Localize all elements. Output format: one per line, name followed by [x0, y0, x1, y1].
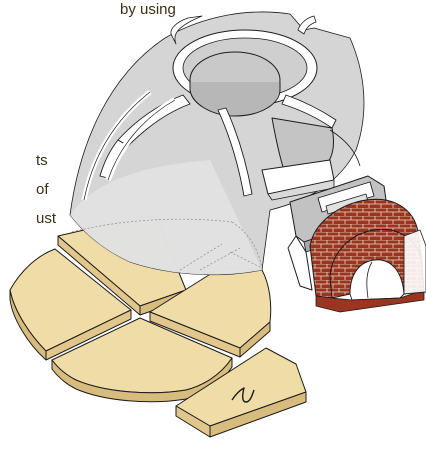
floor-tile-broken: [175, 347, 307, 438]
floor-tile-bottom: [51, 317, 233, 403]
dome-cover: [69, 11, 365, 276]
floor-tile-left: [9, 248, 132, 361]
squiggle-break-icon: [231, 387, 255, 403]
caption-fragment-line-3: ust: [36, 210, 57, 227]
caption-fragment-top: by using: [120, 1, 176, 18]
hidden-lines: [71, 218, 263, 271]
caption-fragment-line-2: of: [36, 181, 49, 198]
entrance-arch: [287, 175, 426, 313]
floor-tiles: [9, 215, 307, 438]
caption-fragment-line-1: ts: [36, 152, 48, 169]
